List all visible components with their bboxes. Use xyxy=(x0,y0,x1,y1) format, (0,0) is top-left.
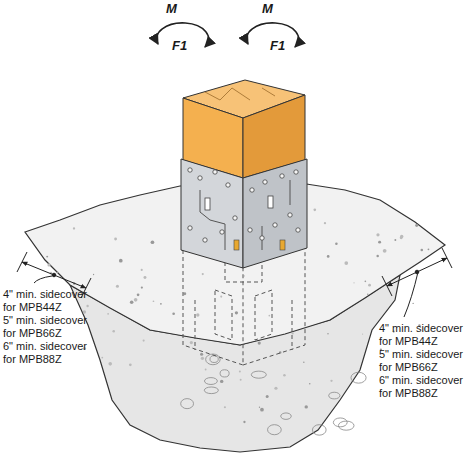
tab xyxy=(234,240,239,250)
end-grain xyxy=(205,88,275,100)
sidecover-note: 6" min. sidecover for MPB88Z xyxy=(3,340,93,365)
dimension-line xyxy=(382,248,452,317)
moment-label: M xyxy=(262,3,273,16)
bracket-left-face xyxy=(181,159,243,268)
moment-label: M xyxy=(166,3,177,16)
force-label: F1 xyxy=(270,40,285,53)
concrete-texture xyxy=(46,209,429,436)
sidecover-note: 4" min. sidecover for MPB44Z xyxy=(379,322,469,347)
force-label: F1 xyxy=(172,40,187,53)
sidecover-note: 5" min. sidecover for MPB66Z xyxy=(3,314,93,339)
bracket-right-face xyxy=(243,159,307,268)
sidecover-note: 5" min. sidecover for MPB66Z xyxy=(379,348,469,373)
tab xyxy=(280,240,285,250)
fastener-holes xyxy=(188,168,300,242)
sidecover-note: 4" min. sidecover for MPB44Z xyxy=(3,288,93,313)
sidecover-note: 6" min. sidecover for MPB88Z xyxy=(379,374,469,399)
bracket-folds xyxy=(200,180,290,250)
slot xyxy=(205,198,210,210)
slot xyxy=(268,196,273,208)
